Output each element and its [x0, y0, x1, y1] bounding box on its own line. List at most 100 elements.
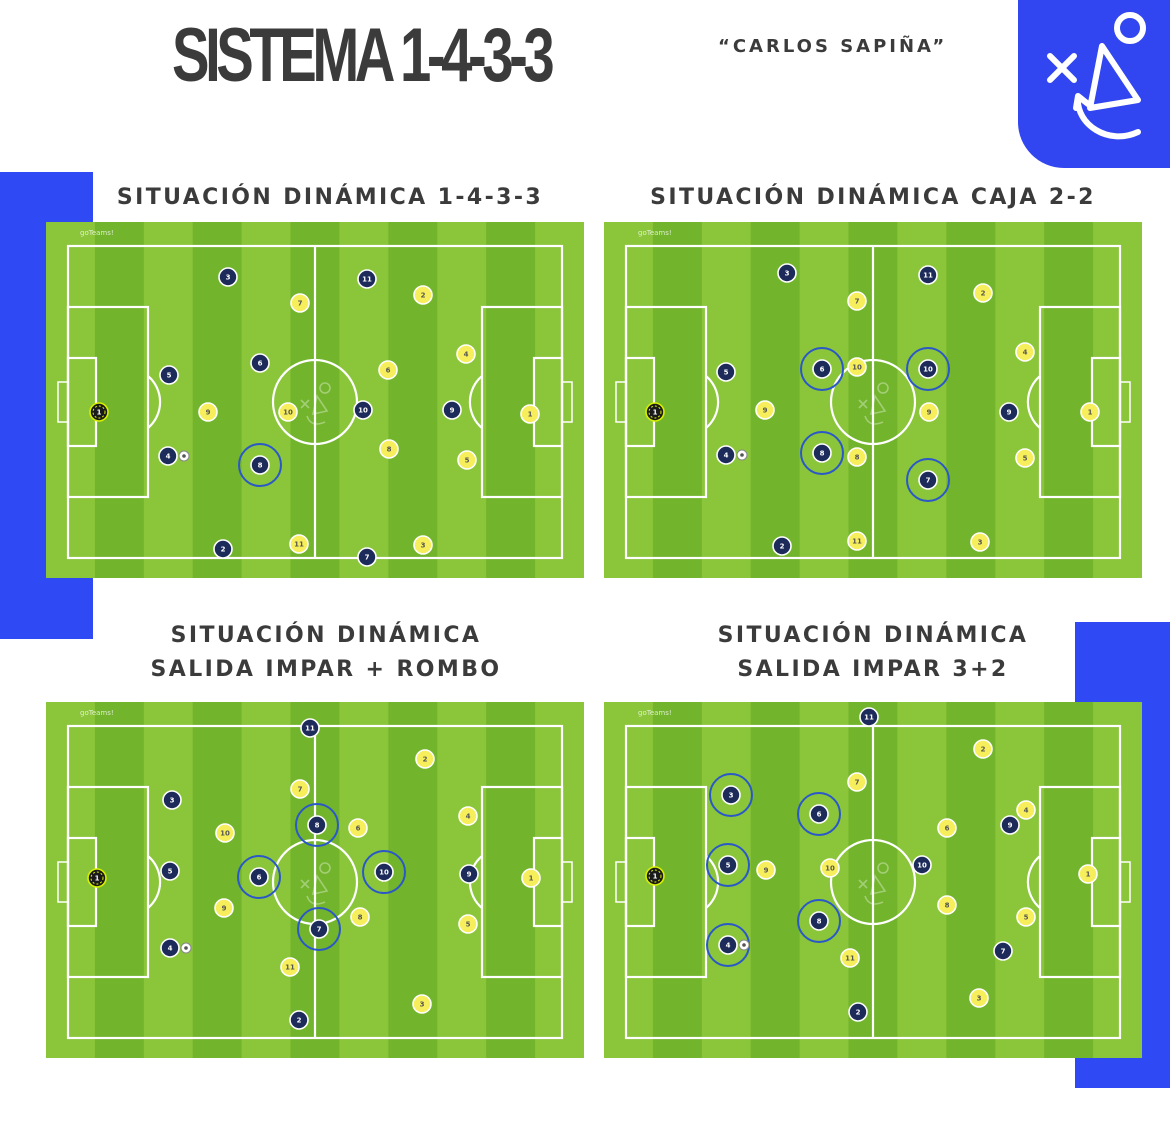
- brand-mark: goTeams!: [638, 709, 672, 717]
- goal-left: [57, 861, 69, 903]
- tactics-logo-icon: [1047, 12, 1146, 140]
- player-yellow-2: 2: [973, 283, 993, 303]
- highlight-ring: [906, 347, 950, 391]
- player-number: 7: [365, 554, 370, 562]
- player-navy-5: 5: [159, 365, 179, 385]
- player-token: [937, 818, 957, 838]
- player-number: 11: [294, 541, 304, 549]
- pitch-lines: [615, 244, 1131, 560]
- player-token: [918, 359, 938, 379]
- watermark-arrow: [864, 415, 884, 425]
- goal-left: [615, 861, 627, 903]
- player-navy-9: 9: [459, 864, 479, 884]
- player-navy-11: 11: [859, 707, 879, 727]
- player-number: 5: [465, 457, 470, 465]
- player-number: 10: [283, 409, 293, 417]
- player-yellow-4: 4: [456, 344, 476, 364]
- watermark-icon: [858, 382, 889, 425]
- player-number: 1: [97, 409, 102, 417]
- player-token: [307, 815, 327, 835]
- penalty-arc-left: [705, 375, 720, 429]
- player-token: [214, 898, 234, 918]
- player-token: [350, 907, 370, 927]
- player-number: 7: [926, 477, 931, 485]
- player-token: [379, 439, 399, 459]
- player-gk-1: 1: [89, 402, 109, 422]
- watermark-circle: [877, 862, 889, 874]
- player-number: 6: [257, 874, 262, 882]
- watermark-circle: [319, 862, 331, 874]
- player-token: [218, 267, 238, 287]
- player-token: [158, 446, 178, 466]
- grass-stripe: [652, 222, 702, 578]
- highlight-ring: [800, 347, 844, 391]
- player-yellow-7: 7: [290, 779, 310, 799]
- highlight-ring: [709, 773, 753, 817]
- player-yellow-10: 10: [847, 357, 867, 377]
- player-number: 10: [917, 862, 927, 870]
- player-token: [973, 283, 993, 303]
- penalty-arc-right: [468, 375, 483, 429]
- player-token: [918, 470, 938, 490]
- player-number: 11: [845, 955, 855, 963]
- player-token: [456, 344, 476, 364]
- player-number: 3: [421, 542, 426, 550]
- player-number: 3: [420, 1001, 425, 1009]
- player-token: [250, 353, 270, 373]
- player-navy-3: 3: [218, 267, 238, 287]
- panel-title-line: SITUACIÓN DINÁMICA: [717, 623, 1029, 648]
- gk-pattern: [648, 405, 662, 419]
- player-token: [999, 402, 1019, 422]
- player-navy-8: 8: [295, 803, 339, 847]
- watermark-arrow: [306, 415, 326, 425]
- player-token: [1016, 800, 1036, 820]
- goal-right: [1119, 381, 1131, 423]
- player-navy-2: 2: [772, 536, 792, 556]
- player-number: 1: [95, 875, 100, 883]
- author-name: “CARLOS SAPIÑA”: [718, 36, 948, 57]
- player-token: [278, 402, 298, 422]
- player-number: 2: [856, 1009, 861, 1017]
- player-token: [457, 450, 477, 470]
- player-token: [353, 400, 373, 420]
- grass-stripe: [486, 222, 536, 578]
- centre-circle: [829, 358, 917, 446]
- player-number: 9: [450, 407, 455, 415]
- player-number: 2: [423, 756, 428, 764]
- player-number: 2: [981, 746, 986, 754]
- player-number: 4: [166, 453, 171, 461]
- watermark-cone: [311, 873, 329, 896]
- player-yellow-9: 9: [919, 402, 939, 422]
- player-token: [215, 823, 235, 843]
- player-navy-8: 8: [800, 431, 844, 475]
- player-number: 11: [285, 964, 295, 972]
- player-number: 1: [528, 411, 533, 419]
- panel-title-line: SITUACIÓN DINÁMICA: [170, 623, 482, 648]
- goal-left: [57, 381, 69, 423]
- player-number: 8: [945, 902, 950, 910]
- player-token: [918, 265, 938, 285]
- watermark-icon: [300, 382, 331, 425]
- player-token: [809, 911, 829, 931]
- player-yellow-1: 1: [521, 868, 541, 888]
- player-navy-6: 6: [237, 855, 281, 899]
- player-number: 11: [852, 538, 862, 546]
- player-number: 6: [386, 367, 391, 375]
- player-yellow-11: 11: [840, 948, 860, 968]
- player-yellow-9: 9: [756, 860, 776, 880]
- player-yellow-1: 1: [520, 404, 540, 424]
- brand-mark: goTeams!: [638, 229, 672, 237]
- player-token: [847, 447, 867, 467]
- player-token: [213, 539, 233, 559]
- player-number: 2: [421, 292, 426, 300]
- player-number: 8: [855, 454, 860, 462]
- player-navy-11: 11: [357, 269, 377, 289]
- player-navy-7: 7: [906, 458, 950, 502]
- player-navy-2: 2: [213, 539, 233, 559]
- player-number: 10: [220, 830, 230, 838]
